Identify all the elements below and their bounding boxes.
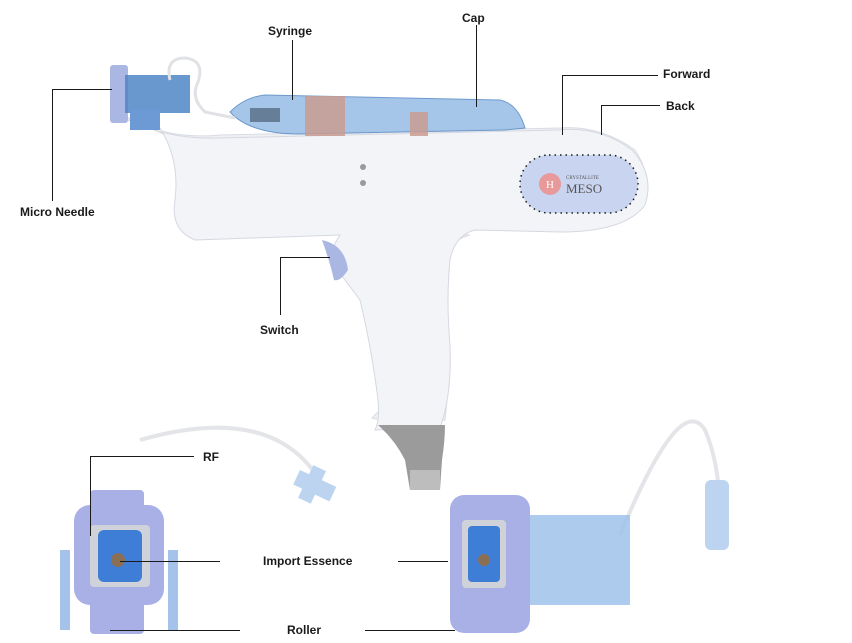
micro-needle-head xyxy=(110,56,236,130)
back-leader-h xyxy=(601,105,660,106)
label-forward: Forward xyxy=(663,67,711,81)
gun-body: H CRYSTALLITE MESO xyxy=(127,117,649,490)
micro-needle-leader-v xyxy=(52,89,53,201)
forward-leader-v xyxy=(562,75,563,135)
label-syringe: Syringe xyxy=(268,24,313,38)
label-import-essence: Import Essence xyxy=(263,554,353,568)
roller-leader-left xyxy=(110,630,240,631)
rf-leader-v xyxy=(90,456,91,536)
cap-leader xyxy=(476,25,477,107)
rf-leader-h xyxy=(90,456,194,457)
label-switch: Switch xyxy=(260,323,299,337)
import-essence-leader-left xyxy=(120,561,220,562)
svg-text:MESO: MESO xyxy=(566,181,602,196)
syringe-leader xyxy=(292,40,293,100)
syringe xyxy=(229,94,526,136)
label-micro-needle: Micro Needle xyxy=(20,205,95,219)
roller-leader-right xyxy=(365,630,455,631)
svg-text:CRYSTALLITE: CRYSTALLITE xyxy=(566,176,599,181)
micro-needle-leader-h xyxy=(52,89,112,90)
back-leader-v xyxy=(601,105,602,135)
forward-leader-h xyxy=(562,75,658,76)
label-cap: Cap xyxy=(462,11,485,25)
roller-head-side xyxy=(450,419,729,633)
switch-leader-v xyxy=(280,257,281,315)
import-essence-leader-right xyxy=(398,561,448,562)
switch-leader-h xyxy=(280,257,330,258)
label-rf: RF xyxy=(203,450,219,464)
svg-text:H: H xyxy=(546,179,554,191)
label-back: Back xyxy=(666,99,695,113)
label-roller: Roller xyxy=(287,623,322,637)
roller-head-front xyxy=(60,425,337,634)
